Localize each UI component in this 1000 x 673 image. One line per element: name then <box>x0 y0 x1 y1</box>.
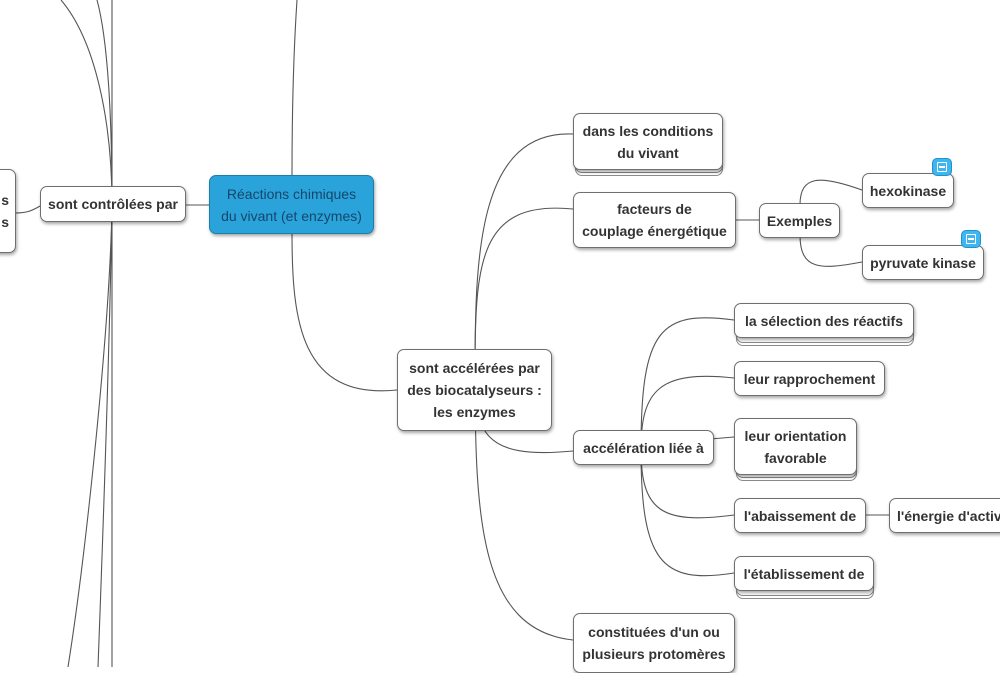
node-rapprochement[interactable]: leur rapprochement <box>734 361 885 396</box>
node-sont-controlees-label: sont contrôlées par <box>48 196 178 212</box>
node-hexokinase[interactable]: hexokinase <box>862 173 954 208</box>
connector <box>640 448 735 577</box>
constituees-line2: plusieurs protomères <box>582 646 726 662</box>
node-facteurs[interactable]: facteurs de couplage énergétique <box>573 192 736 248</box>
accelerees-line2: des biocatalyseurs : <box>407 382 542 398</box>
node-left-partial[interactable]: s s <box>0 169 16 253</box>
link-icon[interactable] <box>932 158 952 176</box>
connector <box>474 207 574 371</box>
node-energie-activation[interactable]: l'énergie d'activ <box>889 498 1000 533</box>
central-line1: Réactions chimiques <box>226 185 357 202</box>
node-left-partial-line1: s <box>1 192 9 208</box>
node-acceleration[interactable]: accélération liée à <box>573 430 714 465</box>
connector <box>291 232 398 392</box>
rapprochement-label: leur rapprochement <box>743 370 876 387</box>
node-conditions[interactable]: dans les conditions du vivant <box>573 113 723 170</box>
node-abaissement[interactable]: l'abaissement de <box>734 498 866 533</box>
node-selection[interactable]: la sélection des réactifs <box>734 303 914 338</box>
node-orientation[interactable]: leur orientation favorable <box>734 418 857 475</box>
acceleration-label: accélération liée à <box>583 439 704 456</box>
connector <box>67 204 113 667</box>
connector <box>96 0 113 206</box>
link-icon[interactable] <box>961 230 981 248</box>
orientation-line2: favorable <box>764 449 827 466</box>
connector <box>291 0 298 177</box>
pyruvate-label: pyruvate kinase <box>870 254 976 271</box>
node-pyruvate-kinase[interactable]: pyruvate kinase <box>862 245 984 280</box>
node-constituees[interactable]: constituées d'un ou plusieurs protomères <box>573 613 735 673</box>
facteurs-line1: facteurs de <box>617 201 692 217</box>
connector <box>799 234 863 267</box>
accelerees-line1: sont accélérées par <box>409 360 540 376</box>
exemples-label: Exemples <box>766 212 833 229</box>
connector <box>640 317 735 450</box>
connector <box>640 448 735 519</box>
accelerees-line3: les enzymes <box>433 404 516 420</box>
central-line2: du vivant (et enzymes) <box>221 207 362 224</box>
selection-label: la sélection des réactifs <box>745 312 903 329</box>
node-left-partial-line2: s <box>1 214 9 230</box>
node-sont-controlees[interactable]: sont contrôlées par <box>40 186 186 222</box>
energie-label: l'énergie d'activ <box>897 507 1000 524</box>
node-central-topic[interactable]: Réactions chimiques du vivant (et enzyme… <box>209 175 374 234</box>
connector <box>97 204 113 667</box>
node-sont-accelerees[interactable]: sont accélérées par des biocatalyseurs :… <box>397 349 552 431</box>
node-exemples[interactable]: Exemples <box>759 203 840 238</box>
connector <box>60 0 113 206</box>
conditions-line2: du vivant <box>617 144 679 161</box>
connector <box>13 205 41 214</box>
constituees-line1: constituées d'un ou <box>588 624 720 640</box>
conditions-line1: dans les conditions <box>582 122 714 139</box>
connector <box>799 179 863 206</box>
facteurs-line2: couplage énergétique <box>582 223 727 239</box>
connector <box>474 133 574 371</box>
node-etablissement[interactable]: l'établissement de <box>734 556 874 591</box>
orientation-line1: leur orientation <box>744 427 847 444</box>
hexokinase-label: hexokinase <box>869 182 947 199</box>
etablissement-label: l'établissement de <box>743 565 865 582</box>
abaissement-label: l'abaissement de <box>743 507 857 524</box>
